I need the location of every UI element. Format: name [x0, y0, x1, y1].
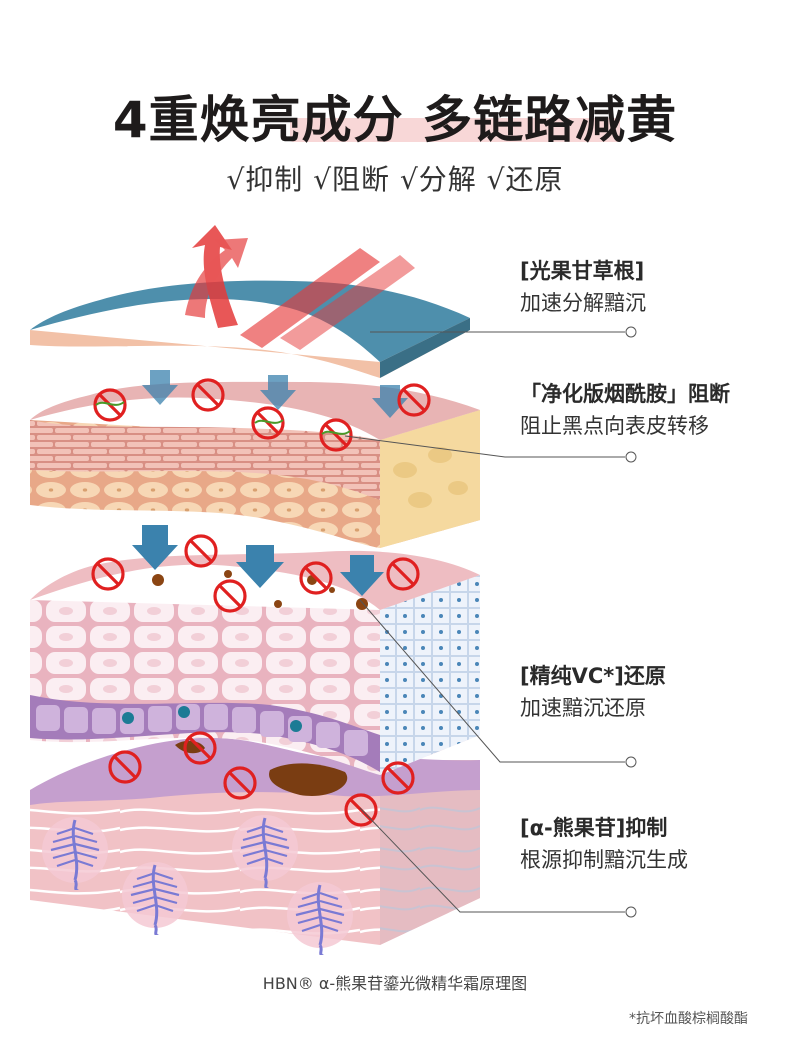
annotation-heading: [α-熊果苷]抑制 [520, 816, 668, 840]
annotation-desc: 根源抑制黯沉生成 [520, 848, 688, 872]
melanin-cluster [269, 763, 348, 796]
fibroblast-icon [120, 860, 190, 935]
annotation-heading: 「净化版烟酰胺」阻断 [520, 382, 730, 406]
page-title: 4重焕亮成分 多链路减黄 [112, 91, 678, 149]
spinous-layer [30, 381, 480, 548]
annotation-licorice: [光果甘草根] 加速分解黯沉 [520, 255, 646, 319]
annotation-heading: [光果甘草根] [520, 259, 645, 283]
footnote: *抗坏血酸棕榈酸酯 [629, 1011, 748, 1027]
annotation-niacinamide: 「净化版烟酰胺」阻断 阻止黑点向表皮转移 [520, 378, 730, 442]
fibroblast-icon [285, 880, 355, 955]
dermis-layer [30, 737, 480, 955]
annotation-vitamin-c: [精纯VC*]还原 加速黯沉还原 [520, 660, 666, 724]
title-highlight [290, 118, 620, 142]
red-arrows [185, 225, 415, 350]
annotation-desc: 阻止黑点向表皮转移 [520, 414, 709, 438]
annotation-arbutin: [α-熊果苷]抑制 根源抑制黯沉生成 [520, 812, 688, 876]
annotation-heading: [精纯VC*]还原 [520, 664, 666, 688]
diagram-caption: HBN® α-熊果苷鎏光微精华霜原理图 [262, 974, 528, 993]
annotation-desc: 加速分解黯沉 [520, 291, 646, 315]
blue-arrows [132, 370, 408, 596]
green-particles [95, 401, 351, 435]
annotation-desc: 加速黯沉还原 [520, 696, 646, 720]
leader-lines [344, 326, 637, 918]
page-subtitle: √抑制 √阻断 √分解 √还原 [226, 163, 564, 196]
